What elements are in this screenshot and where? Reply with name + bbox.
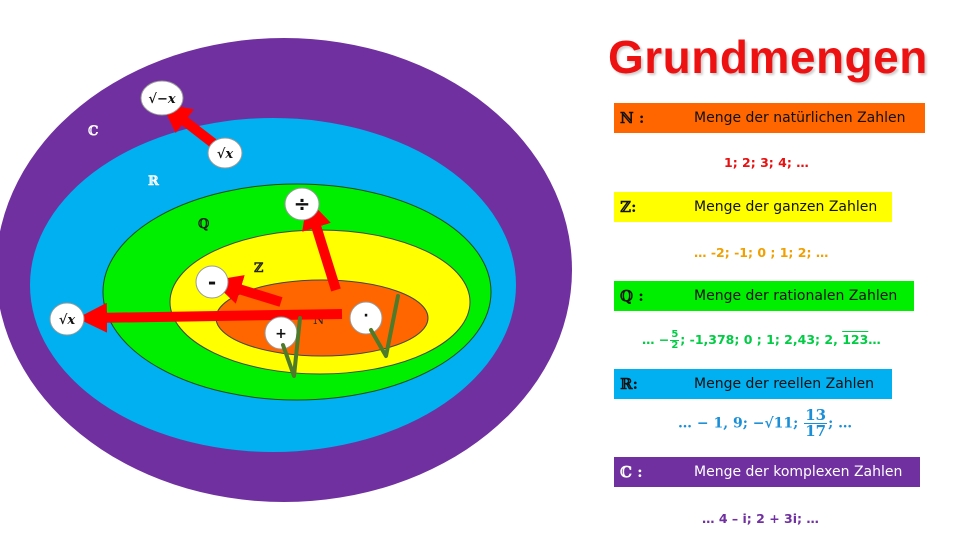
label-r: ℝ <box>148 174 160 189</box>
set-n-symbol: ℕ : <box>620 109 645 127</box>
svg-text:÷: ÷ <box>294 192 311 216</box>
arrow-divide <box>302 198 341 292</box>
op-sqrt-x-c: √x <box>207 137 243 169</box>
op-divide: ÷ <box>284 187 320 221</box>
set-c-symbol: ℂ : <box>620 463 643 481</box>
set-c-box: ℂ : Menge der komplexen Zahlen <box>614 457 920 487</box>
set-q-label: Menge der rationalen Zahlen <box>694 288 898 304</box>
svg-text:√x: √x <box>59 313 76 328</box>
set-r-label: Menge der reellen Zahlen <box>694 376 875 392</box>
set-c-label: Menge der komplexen Zahlen <box>694 464 903 480</box>
set-n-label: Menge der natürlichen Zahlen <box>694 110 906 126</box>
example-z: … -2; -1; 0 ; 1; 2; … <box>694 245 829 260</box>
check-mark-dot <box>369 294 400 358</box>
page-title: Grundmengen <box>608 31 928 83</box>
svg-text:-: - <box>208 270 216 294</box>
op-minus: - <box>195 265 229 299</box>
label-n: N <box>313 313 324 328</box>
arrow-sqrt <box>77 302 343 333</box>
set-n-box: ℕ : Menge der natürlichen Zahlen <box>614 103 925 133</box>
op-sqrt-x-r: √x <box>49 302 85 336</box>
svg-text:+: + <box>275 326 287 342</box>
op-dot: · <box>349 301 383 335</box>
example-c: … 4 – i; 2 + 3i; … <box>702 511 819 526</box>
svg-text:√x: √x <box>217 147 234 162</box>
set-r-symbol: ℝ: <box>620 375 639 393</box>
set-z-symbol: ℤ: <box>620 198 637 216</box>
op-plus: + <box>264 316 298 350</box>
example-n: 1; 2; 3; 4; … <box>724 155 809 170</box>
set-q-box: ℚ : Menge der rationalen Zahlen <box>614 281 914 311</box>
check-mark-plus <box>281 316 302 378</box>
op-sqrt-neg-x: √−x <box>140 80 184 116</box>
svg-text:√−x: √−x <box>148 92 175 107</box>
set-z-box: ℤ: Menge der ganzen Zahlen <box>614 192 892 222</box>
label-c: ℂ <box>88 124 98 139</box>
label-z: ℤ <box>254 261 264 276</box>
svg-text:·: · <box>363 308 368 324</box>
label-q: ℚ <box>198 217 209 232</box>
set-q-symbol: ℚ : <box>620 287 644 305</box>
set-z-label: Menge der ganzen Zahlen <box>694 199 878 215</box>
set-r-box: ℝ: Menge der reellen Zahlen <box>614 369 892 399</box>
arrow-minus <box>211 275 283 307</box>
number-sets-diagram: ℂ ℝ ℚ ℤ N + · - ÷ √x √x √−x <box>0 38 572 502</box>
